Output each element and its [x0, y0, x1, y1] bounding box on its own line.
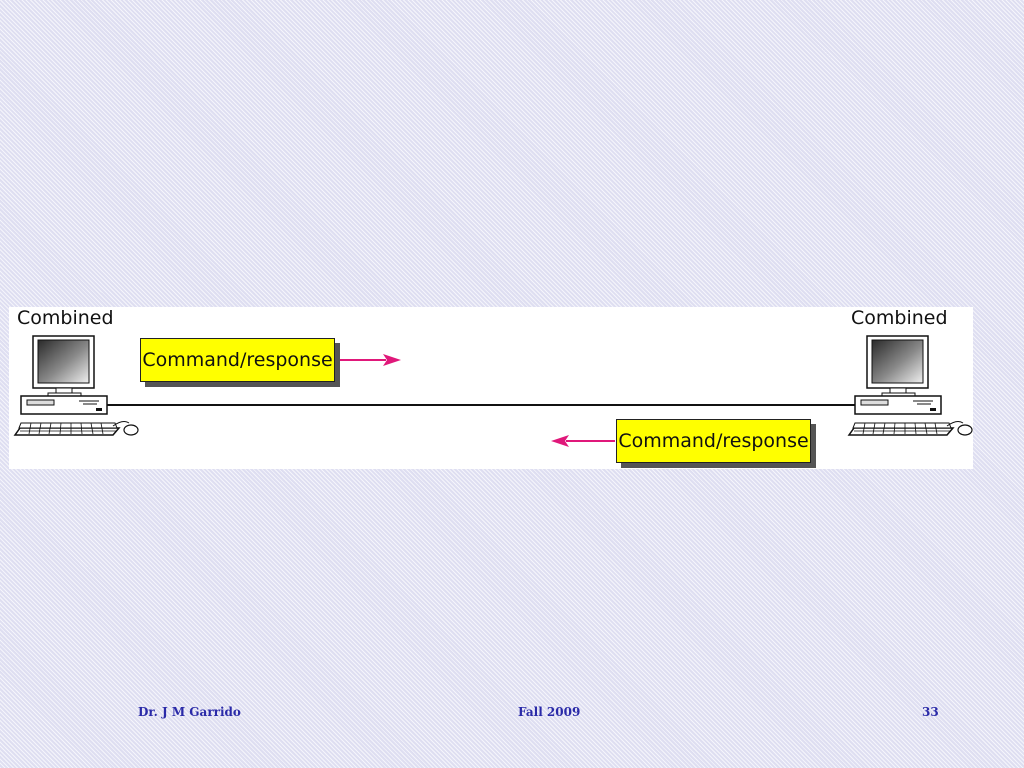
computer-icon-right — [847, 335, 973, 436]
arrow-right-icon — [336, 354, 401, 366]
left-station-label: Combined — [17, 307, 114, 329]
right-station-label: Combined — [851, 307, 948, 329]
footer-author: Dr. J M Garrido — [138, 705, 241, 719]
computer-icon-left — [13, 335, 139, 436]
command-response-box-incoming: Command/response — [616, 419, 811, 463]
diagram-graphics — [13, 335, 973, 447]
footer-page-number: 33 — [922, 705, 939, 719]
command-response-box-outgoing: Command/response — [140, 338, 335, 382]
hdlc-combined-stations-diagram: Combined Combined Command/response Comma… — [9, 307, 973, 469]
footer-term: Fall 2009 — [518, 705, 581, 719]
arrow-left-icon — [551, 435, 615, 447]
